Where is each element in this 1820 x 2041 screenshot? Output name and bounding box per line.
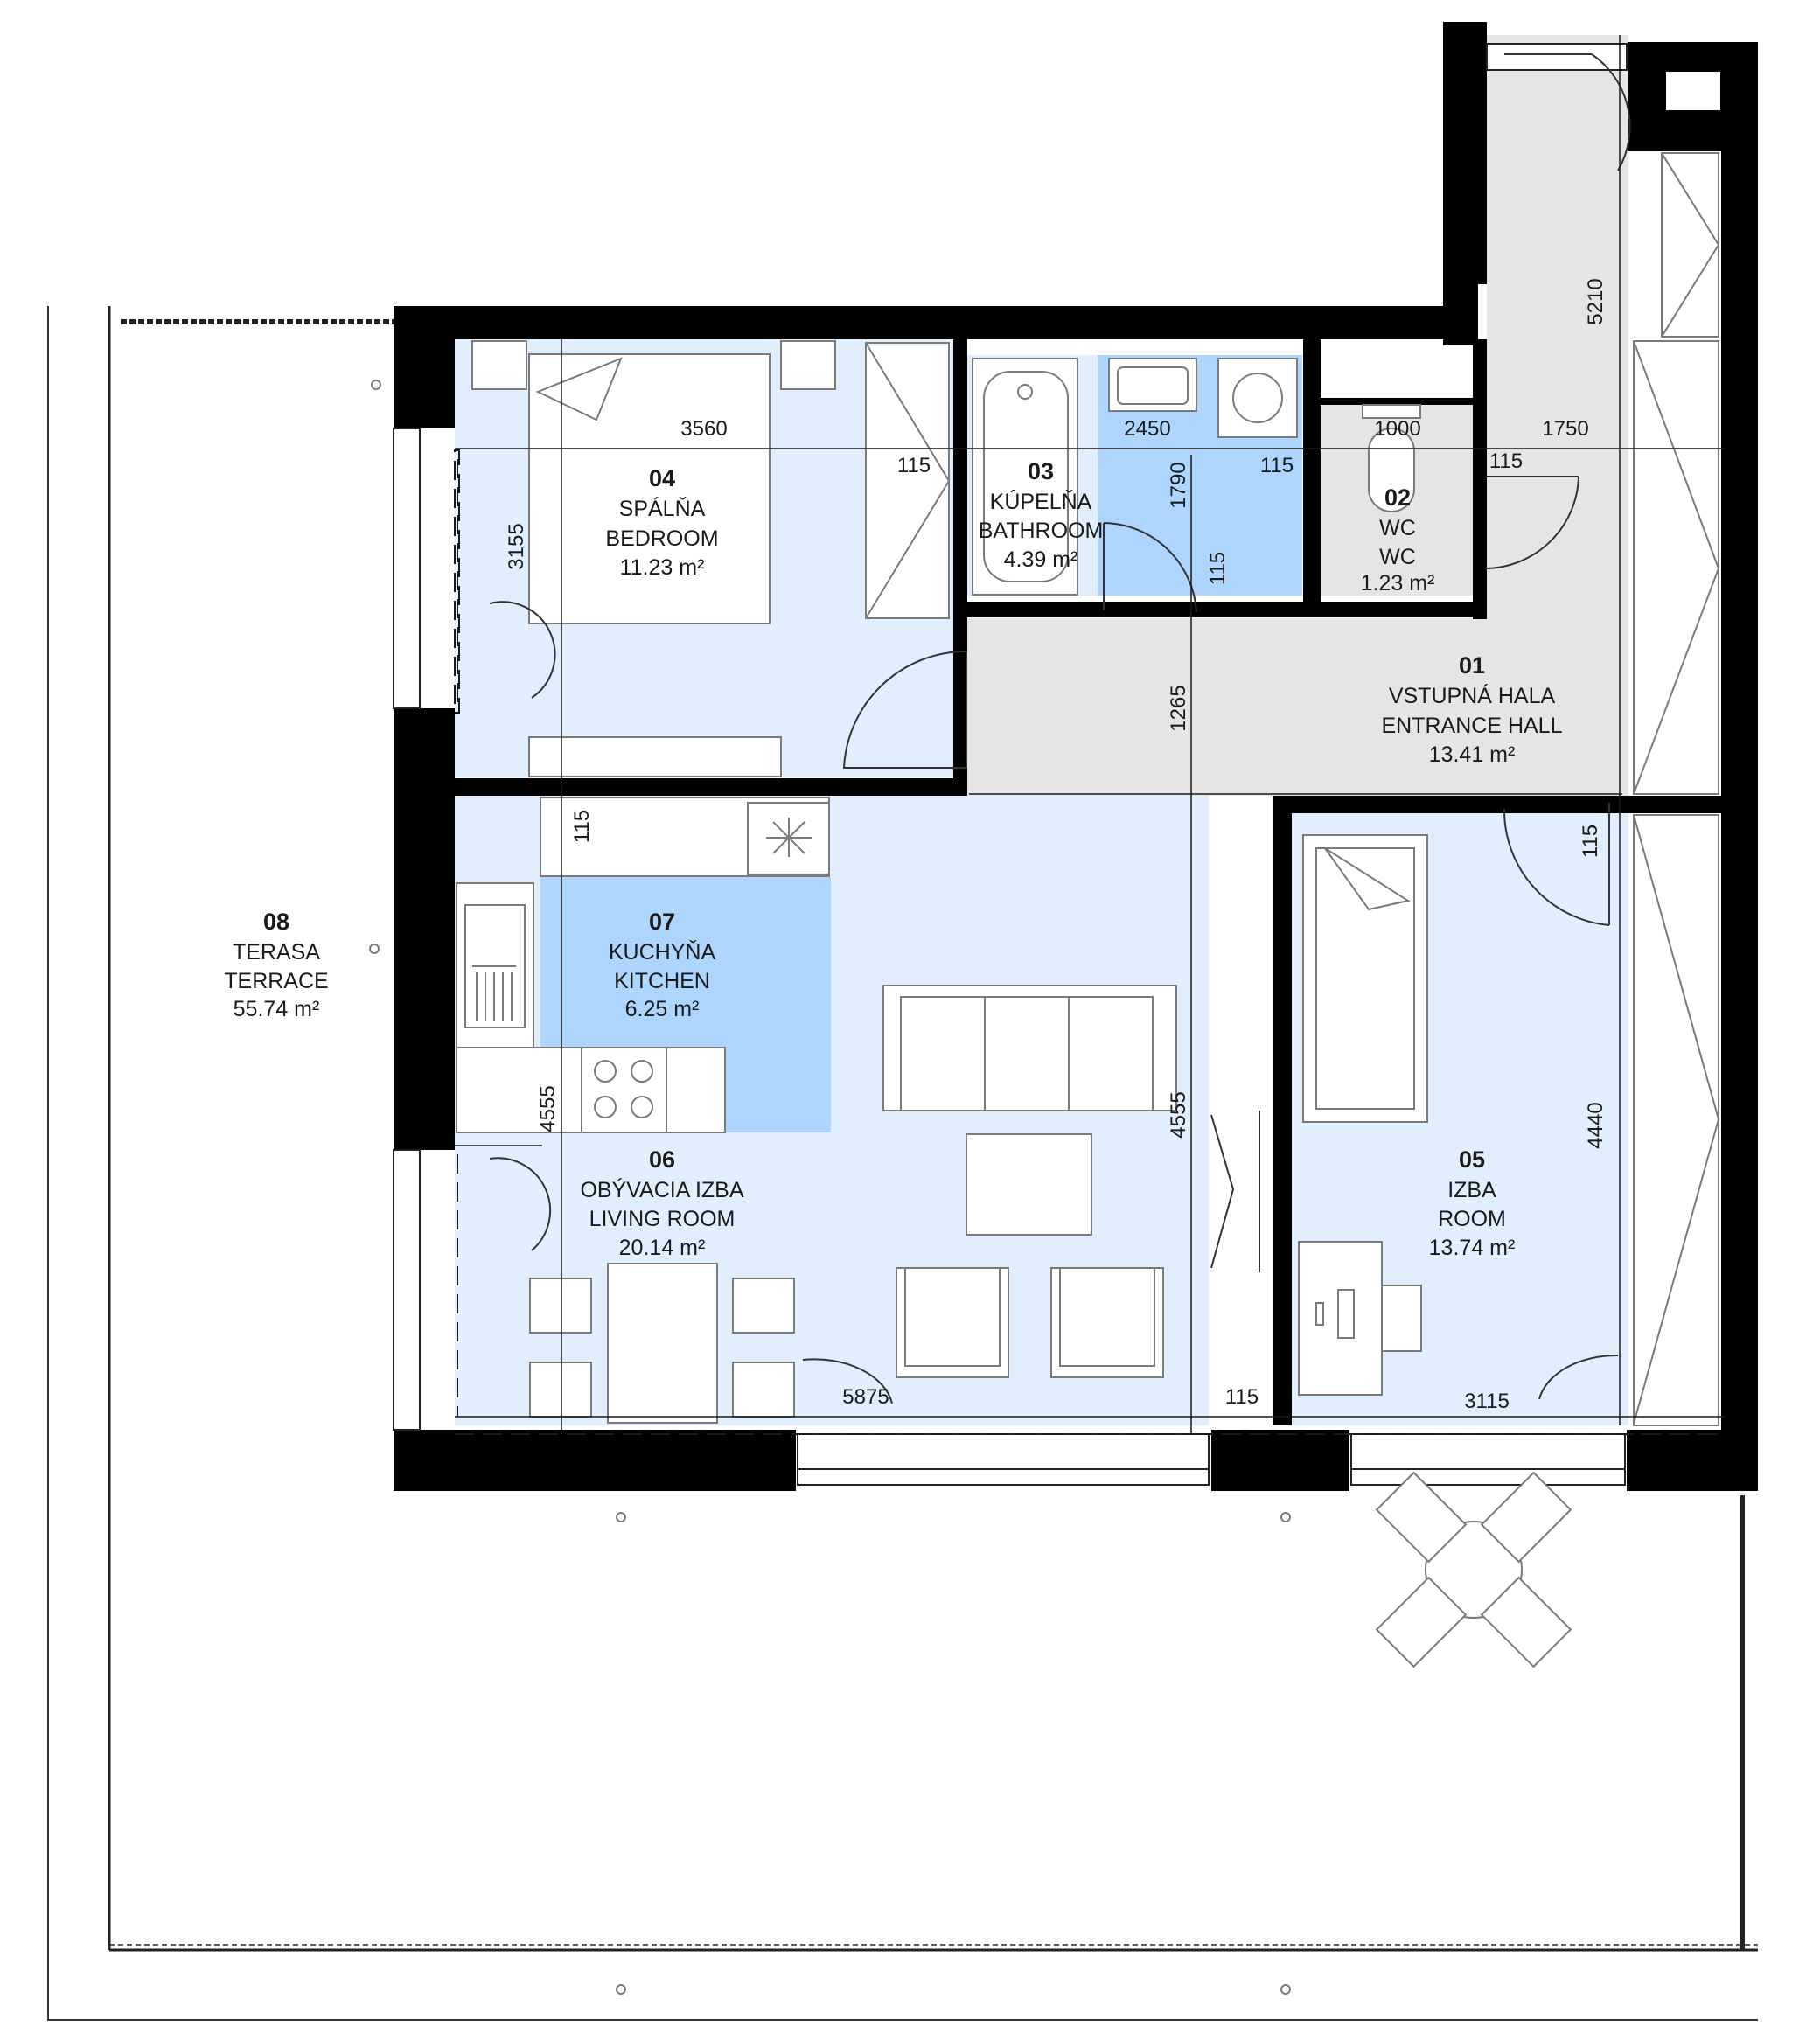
dim-1750: 1750 (1542, 417, 1588, 441)
dim-1000: 1000 (1374, 417, 1420, 441)
dimension-lines (454, 35, 1725, 1435)
dim-2450: 2450 (1124, 417, 1170, 441)
room-label-room: 05 IZBA ROOM 13.74 m² (1429, 1146, 1516, 1260)
room-number: 05 (1459, 1146, 1485, 1173)
kitchen-area: 6.25 m² (625, 997, 700, 1021)
wall-115-wc: 115 (1489, 449, 1523, 473)
room-label-terrace: 08 TERASA TERRACE 55.74 m² (224, 909, 328, 1021)
hall-floor (967, 35, 1628, 796)
axis-markers (369, 380, 1291, 1995)
terrace-area (47, 306, 1758, 2021)
wc-name-en: WC (1379, 545, 1416, 569)
desk (1298, 1241, 1383, 1396)
single-bed (1302, 834, 1428, 1123)
dim-4440: 4440 (1584, 1102, 1607, 1148)
kitchen-name-sk: KUCHYŇA (609, 939, 716, 965)
wardrobe (865, 342, 950, 619)
wall-115-kitchen: 115 (570, 810, 594, 843)
dim-1265: 1265 (1167, 685, 1190, 731)
bedroom-name-en: BEDROOM (605, 526, 718, 551)
bedroom-number: 04 (649, 465, 675, 491)
terrace-number: 08 (263, 909, 289, 935)
dimension-labels: 3560 2450 1000 1750 5210 3155 1790 1265 … (505, 278, 1607, 1413)
walls (393, 22, 1758, 1491)
kitchen-number: 07 (649, 909, 675, 935)
hall-name-en: ENTRANCE HALL (1382, 714, 1563, 738)
dim-4555-living: 4555 (1167, 1091, 1190, 1138)
bedroom-name-sk: SPÁLŇA (619, 496, 706, 521)
toilet-tank (1362, 404, 1421, 419)
wall-115-bath-vertical: 115 (1206, 552, 1230, 585)
furniture (456, 152, 1720, 1668)
terrace-name-en: TERRACE (224, 969, 328, 993)
bathroom-name-en: BATHROOM (979, 519, 1104, 543)
room-label-bathroom: 03 KÚPELŇA BATHROOM 4.39 m² (979, 458, 1104, 572)
wc-area: 1.23 m² (1361, 571, 1435, 596)
room-name-sk: IZBA (1447, 1178, 1496, 1202)
room-name-en: ROOM (1438, 1207, 1506, 1231)
dim-1790: 1790 (1167, 462, 1190, 508)
living-name-en: LIVING ROOM (589, 1207, 736, 1231)
bench (528, 736, 782, 777)
dining-table (607, 1263, 718, 1424)
dim-4555-kitchen: 4555 (536, 1085, 560, 1132)
wc-number: 02 (1384, 484, 1411, 511)
room-labels: 04 SPÁLŇA BEDROOM 11.23 m² 03 KÚPELŇA BA… (224, 458, 1562, 1260)
room-label-kitchen: 07 KUCHYŇA KITCHEN 6.25 m² (609, 909, 716, 1021)
terrace-name-sk: TERASA (233, 940, 320, 965)
bed (528, 353, 771, 624)
cooktop (581, 1047, 667, 1133)
room-label-living: 06 OBÝVACIA IZBA LIVING ROOM 20.14 m² (580, 1146, 743, 1260)
room-label-wc: 02 WC WC 1.23 m² (1361, 484, 1435, 596)
dim-3560: 3560 (680, 417, 727, 441)
dim-5210: 5210 (1584, 278, 1607, 324)
hall-number: 01 (1459, 652, 1485, 679)
terrace-table-set (1375, 1471, 1572, 1668)
terrace-area: 55.74 m² (234, 997, 320, 1021)
wall-115-bath: 115 (1260, 454, 1294, 477)
living-area: 20.14 m² (619, 1236, 706, 1260)
doors (489, 53, 1631, 1404)
washing-machine (1217, 358, 1298, 438)
dim-3115: 3115 (1464, 1390, 1510, 1413)
wall-115-bottom: 115 (1225, 1385, 1259, 1409)
hall-name-sk: VSTUPNÁ HALA (1389, 683, 1556, 708)
room-label-hall: 01 VSTUPNÁ HALA ENTRANCE HALL 13.41 m² (1382, 652, 1563, 767)
bedroom-area: 11.23 m² (620, 555, 705, 580)
living-name-sk: OBÝVACIA IZBA (580, 1177, 743, 1202)
dim-3155: 3155 (505, 523, 528, 569)
kitchen-name-en: KITCHEN (614, 969, 710, 993)
desk-chair (1381, 1285, 1422, 1352)
wall-115-room: 115 (1579, 825, 1602, 858)
wall-115-bedroom: 115 (897, 454, 931, 477)
room-label-bedroom: 04 SPÁLŇA BEDROOM 11.23 m² (605, 465, 718, 580)
living-number: 06 (649, 1146, 675, 1173)
room-area: 13.74 m² (1429, 1236, 1516, 1260)
bathroom-number: 03 (1028, 458, 1054, 484)
hall-area: 13.41 m² (1429, 742, 1516, 767)
wc-name-sk: WC (1379, 516, 1416, 540)
bathroom-name-sk: KÚPELŇA (990, 489, 1092, 514)
dim-5875: 5875 (842, 1385, 889, 1409)
coffee-table (966, 1133, 1092, 1236)
bathroom-area: 4.39 m² (1004, 547, 1078, 572)
